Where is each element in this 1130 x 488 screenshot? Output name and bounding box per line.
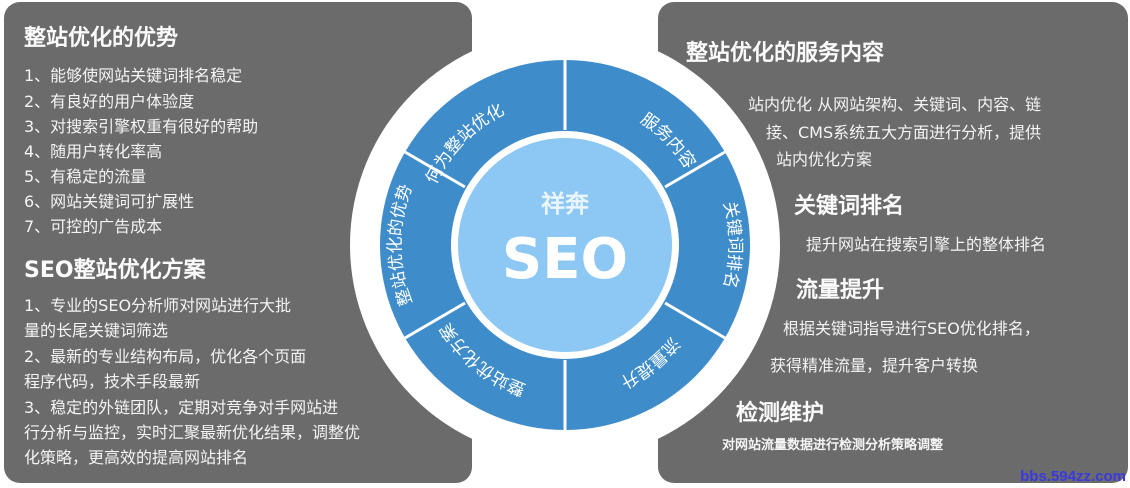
seo-wheel-diagram: 祥奔 SEO 何为整站优化 服务内容 关键词排名 流量提升 整站优化方案 整站优… [350,30,780,460]
advantage-item: 6、网站关键词可扩展性 [24,192,195,211]
plan-line: 程序代码，技术手段最新 [24,372,201,391]
plan-line: 量的长尾关键词筛选 [24,321,169,340]
monitoring-desc: 对网站流量数据进行检测分析策略调整 [722,438,944,453]
plan-line: 2、最新的专业结构布局，优化各个页面 [24,347,307,366]
onsite-line: 站内优化 从网站架构、关键词、内容、链 [748,95,1042,114]
traffic-title: 流量提升 [796,278,885,303]
plan-line: 1、专业的SEO分析师对网站进行大批 [24,296,292,315]
onsite-line: 站内优化方案 [776,150,873,169]
center-seo: SEO [502,227,628,292]
advantage-item: 2、有良好的用户体验度 [24,92,195,111]
traffic-line: 根据关键词指导进行SEO优化排名， [783,319,1040,338]
advantage-item: 3、对搜索引擎权重有很好的帮助 [24,117,259,136]
plan-line: 3、稳定的外链团队，定期对竞争对手网站进 [24,398,339,417]
center-circle [458,138,672,352]
advantage-item: 5、有稳定的流量 [24,167,147,186]
onsite-line: 接、CMS系统五大方面进行分析，提供 [766,123,1042,142]
advantage-item: 7、可控的广告成本 [24,217,163,236]
plan-line: 行分析与监控，实时汇聚最新优化结果，调整优 [24,423,361,442]
advantage-item: 1、能够使网站关键词排名稳定 [24,66,243,85]
plan-title: SEO整站优化方案 [24,258,206,283]
keyword-ranking-desc: 提升网站在搜索引擎上的整体排名 [806,235,1047,254]
segment-dividers [404,60,726,430]
keyword-ranking-title: 关键词排名 [794,194,905,219]
services-title: 整站优化的服务内容 [686,41,885,66]
center-brand: 祥奔 [541,190,590,218]
advantage-item: 4、随用户转化率高 [24,142,163,161]
watermark: bbs.594zz.com [1020,468,1126,485]
plan-line: 化策略，更高效的提高网站排名 [24,448,249,467]
advantages-title: 整站优化的优势 [24,26,179,51]
monitoring-title: 检测维护 [736,401,825,426]
traffic-line: 获得精准流量，提升客户转换 [770,356,979,375]
